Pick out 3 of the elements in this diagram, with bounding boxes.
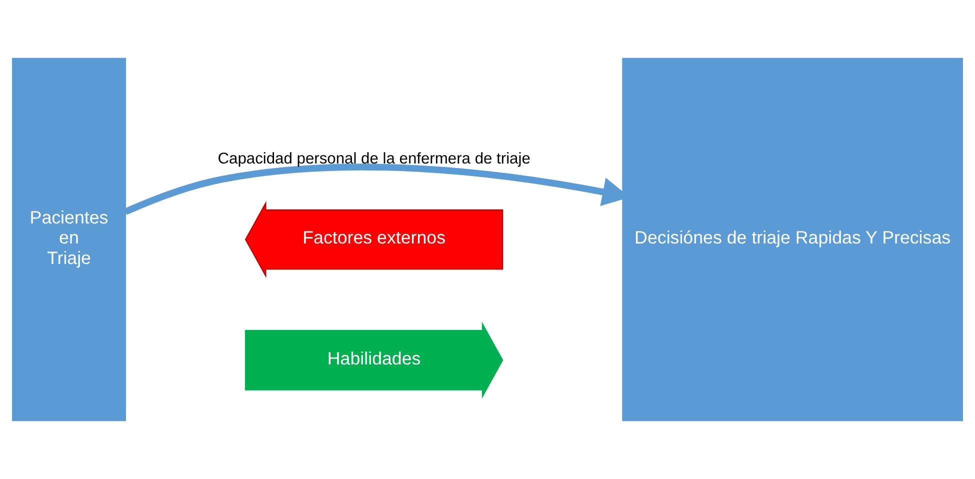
edge-label: Capacidad personal de la enfermera de triaje [218, 150, 530, 168]
node-box: Pacientes en Triaje [12, 58, 126, 422]
node-box: Decisiónes de triaje Rapidas Y Precisas [622, 58, 963, 422]
